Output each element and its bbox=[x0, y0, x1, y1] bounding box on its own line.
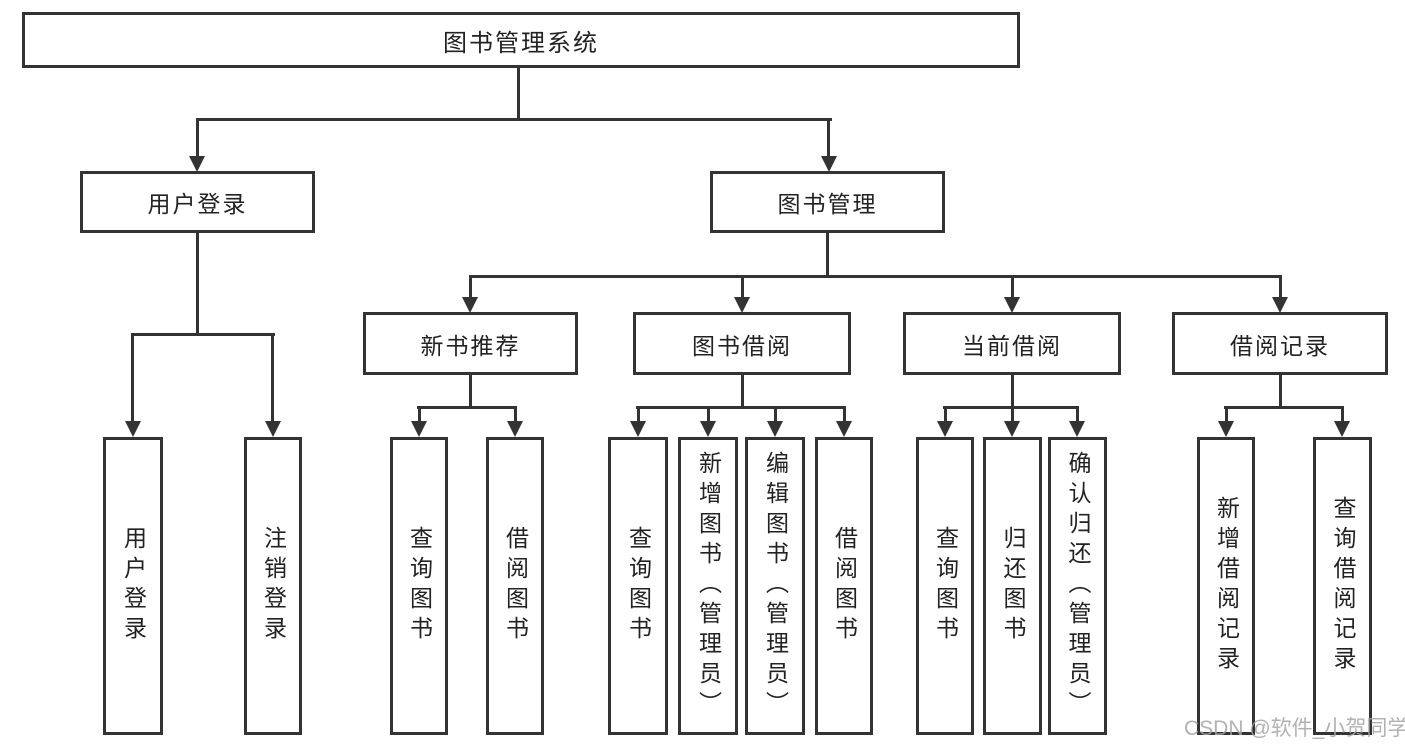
node-label: 借阅图书 bbox=[831, 526, 858, 646]
connector-line bbox=[774, 406, 777, 424]
connector-line bbox=[944, 406, 947, 424]
node-label: 编辑图书（管理员） bbox=[762, 451, 789, 721]
node-label: 新增图书（管理员） bbox=[695, 451, 722, 721]
leaf-confirm-return-admin: 确认归还（管理员） bbox=[1048, 437, 1107, 735]
connector-line bbox=[196, 118, 832, 121]
connector-line bbox=[1011, 406, 1014, 424]
arrow-down-icon bbox=[836, 421, 852, 437]
connector-line bbox=[514, 406, 517, 424]
leaf-logout: 注销登录 bbox=[244, 437, 302, 735]
node-label: 查询借阅记录 bbox=[1330, 496, 1356, 676]
connector-line bbox=[469, 375, 472, 409]
connector-line bbox=[469, 275, 1282, 278]
node-book-borrowing: 图书借阅 bbox=[633, 312, 851, 375]
arrow-down-icon bbox=[821, 156, 837, 172]
connector-line bbox=[418, 406, 421, 424]
leaf-edit-books-admin: 编辑图书（管理员） bbox=[745, 437, 805, 735]
arrow-down-icon bbox=[411, 421, 427, 437]
node-new-book-recommendation: 新书推荐 bbox=[363, 312, 578, 375]
arrow-down-icon bbox=[1334, 421, 1350, 437]
leaf-add-borrow-record: 新增借阅记录 bbox=[1197, 437, 1255, 735]
arrow-down-icon bbox=[630, 421, 646, 437]
connector-line bbox=[1341, 406, 1344, 424]
connector-line bbox=[741, 375, 744, 409]
arrow-down-icon bbox=[507, 421, 523, 437]
connector-line bbox=[1076, 406, 1079, 424]
node-label: 注销登录 bbox=[260, 526, 287, 646]
node-label: 借阅记录 bbox=[1230, 332, 1330, 359]
leaf-borrow-books: 借阅图书 bbox=[486, 437, 544, 735]
watermark: CSDN @软件_小贺同学 bbox=[1184, 717, 1405, 740]
connector-line bbox=[131, 333, 275, 336]
node-label: 当前借阅 bbox=[962, 332, 1062, 359]
node-label: 图书管理 bbox=[777, 191, 878, 217]
connector-line bbox=[1224, 406, 1344, 409]
arrow-down-icon bbox=[1272, 297, 1288, 313]
connector-line bbox=[1279, 375, 1282, 409]
node-user-login: 用户登录 bbox=[80, 171, 315, 233]
arrow-down-icon bbox=[1069, 421, 1085, 437]
connector-line bbox=[1225, 406, 1228, 424]
node-borrowing-records: 借阅记录 bbox=[1172, 312, 1388, 375]
arrow-down-icon bbox=[767, 421, 783, 437]
connector-line bbox=[1279, 275, 1282, 298]
arrow-down-icon bbox=[1218, 421, 1234, 437]
connector-line bbox=[827, 118, 830, 158]
connector-line bbox=[196, 233, 199, 336]
node-label: 图书借阅 bbox=[692, 332, 792, 359]
node-label: 归还图书 bbox=[1000, 526, 1026, 646]
connector-line bbox=[1011, 275, 1014, 298]
connector-line bbox=[271, 333, 274, 423]
node-label: 用户登录 bbox=[147, 191, 248, 217]
arrow-down-icon bbox=[1004, 421, 1020, 437]
connector-line bbox=[826, 233, 829, 278]
leaf-query-books: 查询图书 bbox=[916, 437, 974, 735]
connector-line bbox=[469, 275, 472, 298]
node-label: 图书管理系统 bbox=[443, 29, 599, 57]
arrow-down-icon bbox=[125, 421, 141, 437]
node-label: 查询图书 bbox=[406, 526, 433, 646]
arrow-down-icon bbox=[1004, 297, 1020, 313]
connector-line bbox=[637, 406, 640, 424]
node-book-management: 图书管理 bbox=[710, 171, 945, 233]
node-label: 查询图书 bbox=[932, 526, 959, 646]
arrow-down-icon bbox=[937, 421, 953, 437]
leaf-user-login: 用户登录 bbox=[103, 437, 163, 735]
leaf-query-books: 查询图书 bbox=[608, 437, 668, 735]
connector-line bbox=[843, 406, 846, 424]
leaf-query-borrow-record: 查询借阅记录 bbox=[1313, 437, 1372, 735]
node-label: 确认归还（管理员） bbox=[1065, 451, 1091, 721]
connector-line bbox=[196, 118, 199, 158]
leaf-add-books-admin: 新增图书（管理员） bbox=[678, 437, 738, 735]
connector-line bbox=[131, 333, 134, 423]
connector-line bbox=[417, 406, 517, 409]
arrow-down-icon bbox=[265, 421, 281, 437]
leaf-return-books: 归还图书 bbox=[983, 437, 1042, 735]
node-current-borrowing: 当前借阅 bbox=[903, 312, 1121, 375]
node-label: 查询图书 bbox=[625, 526, 652, 646]
node-label: 用户登录 bbox=[120, 526, 147, 646]
arrow-down-icon bbox=[734, 297, 750, 313]
node-label: 新增借阅记录 bbox=[1213, 496, 1240, 676]
arrow-down-icon bbox=[700, 421, 716, 437]
leaf-query-books: 查询图书 bbox=[390, 437, 448, 735]
node-label: 新书推荐 bbox=[420, 332, 521, 359]
connector-line bbox=[741, 275, 744, 298]
connector-line bbox=[1011, 375, 1014, 409]
connector-line bbox=[707, 406, 710, 424]
node-label: 借阅图书 bbox=[502, 526, 529, 646]
node-library-management-system: 图书管理系统 bbox=[22, 12, 1020, 68]
arrow-down-icon bbox=[189, 156, 205, 172]
leaf-borrow-books: 借阅图书 bbox=[815, 437, 873, 735]
connector-line bbox=[517, 68, 520, 121]
connector-line bbox=[636, 406, 846, 409]
arrow-down-icon bbox=[462, 297, 478, 313]
